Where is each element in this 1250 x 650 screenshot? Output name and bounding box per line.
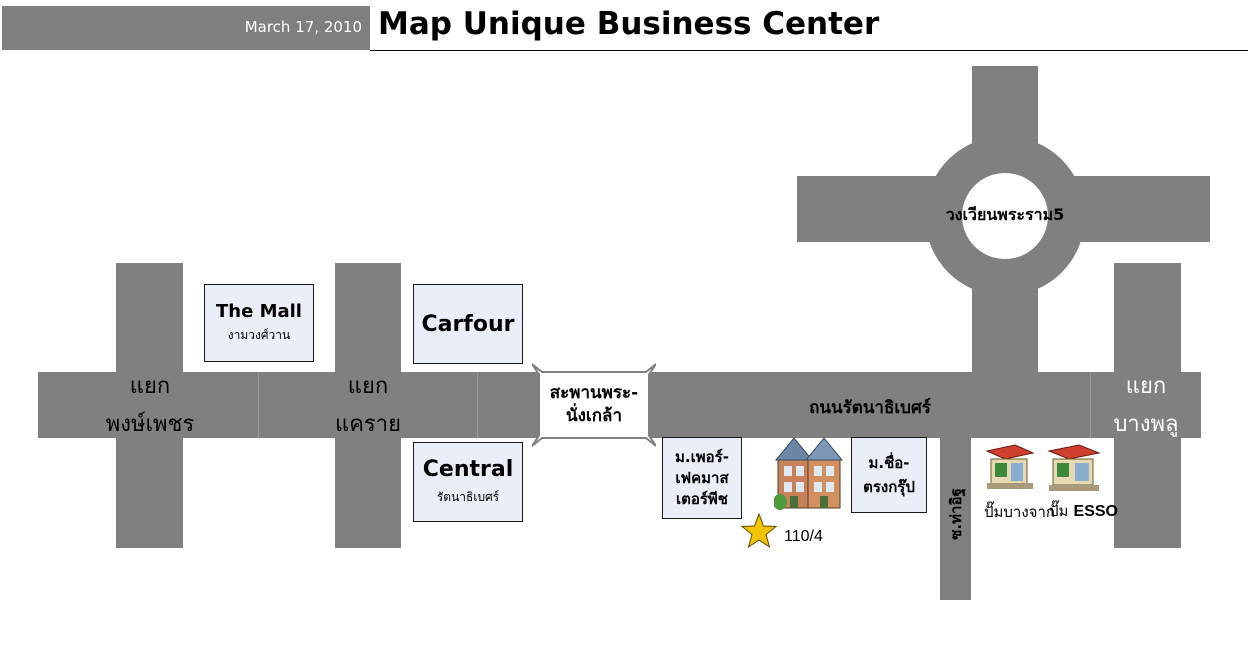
- road-seam: [1090, 372, 1091, 438]
- mperfect-box: ม.เพอร์- เฟคมาส เตอร์พีช: [662, 437, 742, 519]
- bridge-label-line2: นั่งเกล้า: [566, 406, 622, 426]
- junction-khae-rai-line1: แยก: [347, 374, 389, 399]
- map-title: Map Unique Business Center: [378, 6, 880, 42]
- gas-esso-brand: ESSO: [1073, 503, 1118, 520]
- junction-bang-phlu-label: แยก บางพลู: [1096, 368, 1196, 444]
- junction-pongphet-line2: พงษ์เพชร: [105, 412, 195, 437]
- the-mall-box: The Mall งามวงศ์วาน: [204, 284, 314, 362]
- carfour-name: Carfour: [421, 311, 515, 337]
- address-label: 110/4: [784, 528, 823, 545]
- mperfect-line2: เฟคมาส: [675, 468, 729, 487]
- roundabout-center: [962, 173, 1048, 259]
- the-mall-sub: งามวงศ์วาน: [227, 328, 291, 342]
- gas-esso-label: ปั๊ม ESSO: [1049, 499, 1118, 523]
- soi-tha-it-road: [940, 438, 971, 600]
- gas-esso-prefix: ปั๊ม: [1049, 502, 1069, 520]
- junction-khae-rai-line2: แคราย: [335, 412, 401, 437]
- road-bang-phlu-vertical: [1114, 263, 1181, 548]
- header-bar: March 17, 2010: [2, 6, 370, 50]
- central-sub: รัตนาธิเบศร์: [436, 490, 500, 504]
- junction-bang-phlu-line1: แยก: [1125, 374, 1167, 399]
- central-box: Central รัตนาธิเบศร์: [413, 442, 523, 522]
- central-name: Central: [422, 457, 514, 482]
- gas-bang-chak-label: ปั๊มบางจาก: [984, 503, 1055, 521]
- junction-pongphet-line1: แยก: [129, 374, 171, 399]
- roundabout-label: วงเวียนพระราม5: [945, 205, 1065, 224]
- soi-tha-it-label: ซ.ท่าอิฐ: [947, 488, 965, 540]
- mperfect-line3: เตอร์พีช: [675, 489, 728, 508]
- star-icon: [740, 513, 778, 549]
- header-divider: [370, 50, 1248, 51]
- road-pongphet-vertical: [116, 263, 183, 548]
- mchuetrong-box: ม.ชื่อ- ตรงกรุ๊ป: [851, 437, 927, 513]
- road-khae-rai-vertical: [335, 263, 401, 548]
- mchuetrong-line1: ม.ชื่อ-: [868, 454, 910, 472]
- main-road-label: ถนนรัตนาธิเบศร์: [809, 398, 931, 418]
- bridge-label-line1: สะพานพระ-: [549, 383, 639, 403]
- gas-station-esso-icon: [1047, 444, 1101, 491]
- header-date: March 17, 2010: [244, 18, 362, 36]
- carfour-box: Carfour: [413, 284, 523, 364]
- the-mall-name: The Mall: [216, 301, 302, 322]
- junction-pongphet-label: แยก พงษ์เพชร: [80, 368, 220, 444]
- gas-station-bang-chak-icon: [985, 444, 1035, 489]
- mperfect-line1: ม.เพอร์-: [675, 447, 729, 466]
- mchuetrong-line2: ตรงกรุ๊ป: [863, 478, 915, 496]
- road-seam: [477, 372, 478, 438]
- junction-khae-rai-label: แยก แคราย: [308, 368, 428, 444]
- building-icon: [774, 437, 844, 510]
- bridge-label: สะพานพระ- นั่งเกล้า: [540, 374, 648, 436]
- road-seam: [258, 372, 259, 438]
- junction-bang-phlu-line2: บางพลู: [1113, 412, 1179, 437]
